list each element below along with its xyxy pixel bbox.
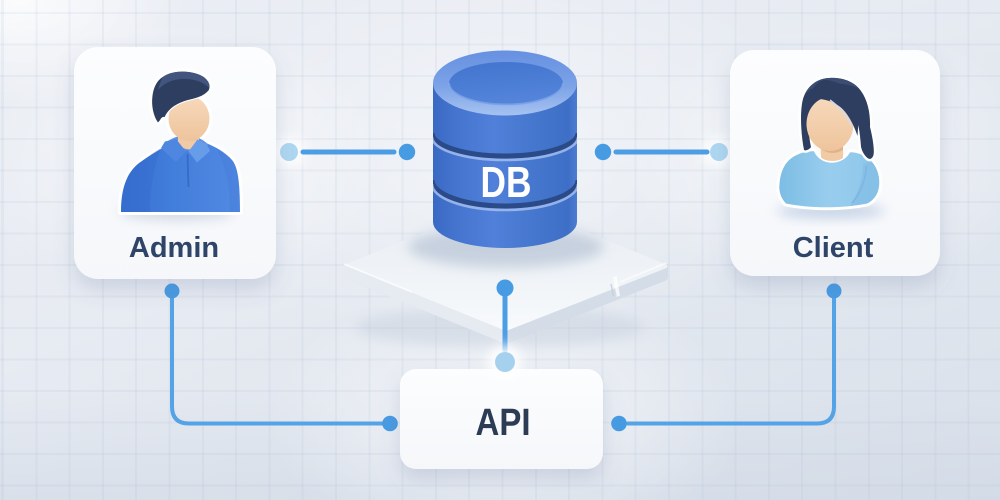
svg-text:Client: Client: [793, 232, 874, 264]
svg-text:API: API: [476, 402, 531, 444]
svg-text:DB: DB: [481, 158, 532, 207]
svg-text:Admin: Admin: [129, 232, 219, 264]
